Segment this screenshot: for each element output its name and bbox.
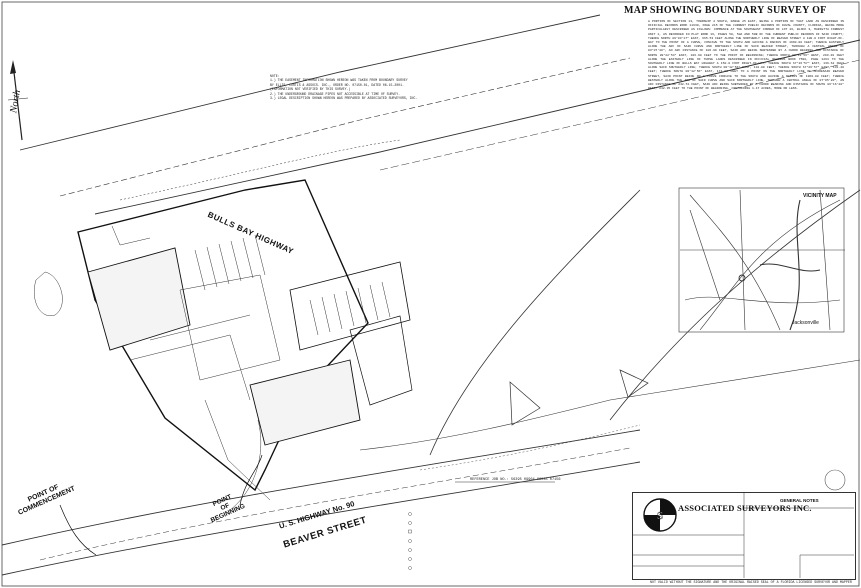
general-notes-heading: GENERAL NOTES [780,498,819,503]
title-block [632,492,856,580]
vicinity-map-lines [678,187,845,333]
map-title: MAP SHOWING BOUNDARY SURVEY OF [624,5,827,16]
legal-description: A PORTION OF SECTION 13, TOWNSHIP 2 SOUT… [648,19,844,91]
poc-leader [59,504,97,556]
intersection-curve [429,189,641,456]
traffic-island-left [509,381,541,426]
legend-block [408,512,412,570]
building-center [249,359,361,446]
company-logo-icon: S [643,498,677,532]
bulls-bay-highway-lines [19,14,861,215]
svg-text:S: S [657,510,663,522]
title-block-lines [632,492,854,578]
company-name: ASSOCIATED SURVEYORS INC. [678,503,812,513]
beaver-street-lines [1,359,861,576]
reference-job-number: REFERENCE JOB NO.: 56395 09964 06035 071… [470,478,561,482]
notes-text: NOTE: 1.) THE EASEMENT INFORMATION SHOWN… [270,74,418,101]
seal-icon [824,469,846,491]
traffic-island-right [619,369,649,398]
right-curve [609,189,861,421]
building-right [349,315,413,406]
survey-notes: NOTE: 1.) THE EASEMENT INFORMATION SHOWN… [270,74,460,100]
pob-leader [239,454,263,506]
jacksonville-label: Jacksonville [792,320,819,326]
building-main [87,247,191,351]
canopy [289,261,411,351]
vicinity-map-title: VICINITY MAP [803,193,837,199]
parking-stripes [194,234,391,336]
footer-validity-note: NOT VALID WITHOUT THE SIGNATURE AND THE … [650,580,852,584]
north-arrow-icon [7,60,29,141]
